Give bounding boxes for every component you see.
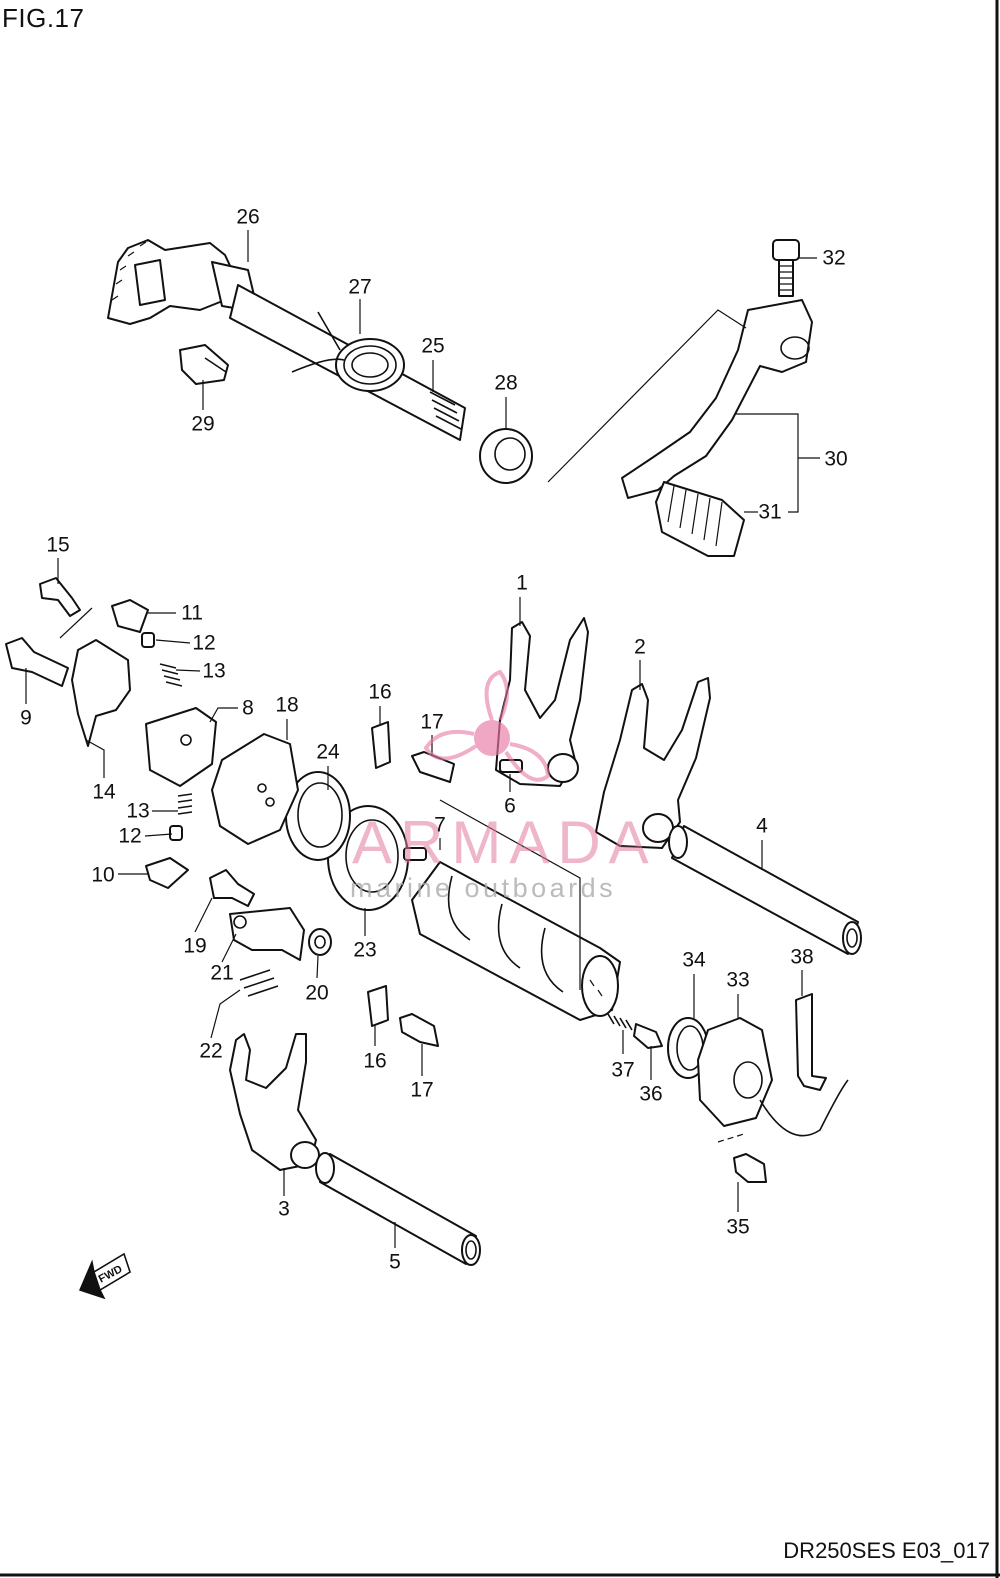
callout-26: 26 <box>236 205 260 229</box>
callout-22: 22 <box>199 1039 223 1063</box>
fork-shaft-4 <box>668 825 862 955</box>
callout-15: 15 <box>46 533 70 557</box>
cam-washer-24 <box>285 771 351 861</box>
callout-37: 37 <box>611 1058 635 1082</box>
callout-29: 29 <box>191 412 215 436</box>
callout-17-lower: 17 <box>410 1078 434 1102</box>
watermark-tagline: marine outboards <box>350 873 617 903</box>
callout-16-upper: 16 <box>368 680 392 704</box>
callout-16-lower: 16 <box>363 1049 387 1073</box>
callout-10: 10 <box>91 863 115 887</box>
callout-18: 18 <box>275 693 299 717</box>
lever-bolt-32 <box>772 239 800 297</box>
callout-6: 6 <box>504 794 516 818</box>
callout-4: 4 <box>756 814 768 838</box>
cam-stopper-8 <box>145 707 217 787</box>
shaft-oil-seal <box>479 428 533 484</box>
callout-12-lower: 12 <box>118 824 142 848</box>
callout-1: 1 <box>516 571 528 595</box>
callout-2: 2 <box>634 635 646 659</box>
callout-13-lower: 13 <box>126 799 150 823</box>
callout-12-upper: 12 <box>192 631 216 655</box>
cam-stopper-plate-14 <box>71 639 131 747</box>
gearshift-shaft-part <box>107 239 466 441</box>
callout-13-upper: 13 <box>202 659 226 683</box>
callout-14: 14 <box>92 780 116 804</box>
callout-24: 24 <box>316 740 340 764</box>
shaft-return-spring <box>291 311 405 392</box>
gearshift-cam-drum <box>411 861 621 1021</box>
callout-36: 36 <box>639 1082 663 1106</box>
callout-19: 19 <box>183 934 207 958</box>
callout-21: 21 <box>210 961 234 985</box>
callout-27: 27 <box>348 275 372 299</box>
fork-shaft-5 <box>315 1152 481 1266</box>
callout-30: 30 <box>824 447 848 471</box>
callout-32: 32 <box>822 246 846 270</box>
diagram-code: DR250SES E03_017 <box>783 1538 990 1563</box>
watermark-logo-icon <box>423 669 551 782</box>
leader-lines <box>25 230 820 1248</box>
shift-fork-3 <box>229 1033 320 1171</box>
callout-5: 5 <box>389 1250 401 1274</box>
callout-23: 23 <box>353 938 377 962</box>
callout-17-upper: 17 <box>420 710 444 734</box>
callout-20: 20 <box>305 981 329 1005</box>
watermark-brand: ARMADA <box>352 809 657 876</box>
stopper-bolt-29 <box>179 344 229 385</box>
callout-38: 38 <box>790 945 814 969</box>
footrest-rubber-31 <box>655 481 745 557</box>
callout-25: 25 <box>421 334 445 358</box>
callout-3: 3 <box>278 1197 290 1221</box>
callout-34: 34 <box>682 948 706 972</box>
gearshift-lever-part <box>621 299 813 499</box>
callout-11: 11 <box>181 601 203 625</box>
cam-driven-gear-18 <box>211 733 299 845</box>
callout-8: 8 <box>242 696 254 720</box>
callout-31: 31 <box>758 500 782 524</box>
assembly-reference-lines <box>59 309 747 1143</box>
callout-28: 28 <box>494 371 518 395</box>
callout-33: 33 <box>726 968 750 992</box>
figure-title: FIG.17 <box>2 3 85 33</box>
small-hardware <box>5 577 849 1183</box>
callout-35: 35 <box>726 1215 750 1239</box>
callout-9: 9 <box>20 706 32 730</box>
forward-direction-arrow <box>78 1252 131 1300</box>
callout-7: 7 <box>434 813 446 837</box>
